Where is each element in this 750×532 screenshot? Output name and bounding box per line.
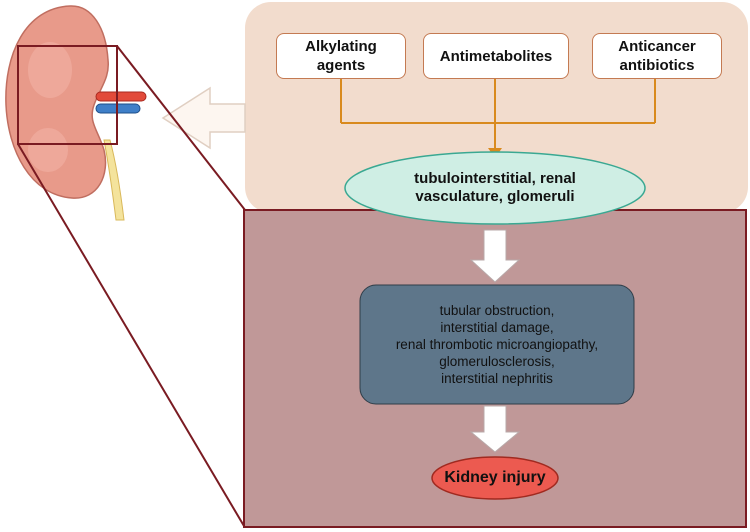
zoom-square: [17, 45, 118, 145]
mechanism-line: interstitial damage,: [440, 320, 554, 335]
down-arrow: [469, 405, 521, 453]
zoom-line: [116, 45, 246, 211]
drug-box-antimetabolites: Antimetabolites: [423, 33, 569, 79]
outcome-ellipse: [431, 456, 559, 500]
outcome-label: Kidney injury: [444, 469, 546, 486]
mechanism-label: tubular obstruction, interstitial damage…: [360, 285, 634, 404]
target-label: tubulointerstitial, renal vasculature, g…: [414, 170, 576, 205]
mechanism-line: interstitial nephritis: [441, 371, 553, 386]
down-arrow: [469, 229, 521, 283]
kidney-illustration: [5, 5, 147, 221]
mechanism-line: renal thrombotic microangiopathy,: [395, 337, 599, 352]
left-arrow: [161, 86, 246, 150]
mechanism-line: tubular obstruction,: [439, 303, 555, 318]
mechanism-line: glomerulosclerosis,: [439, 354, 555, 369]
target-ellipse: [344, 151, 646, 225]
drug-box-anticancer-antibiotics: Anticancer antibiotics: [592, 33, 722, 79]
mechanism-box: [359, 284, 635, 405]
drug-box-alkylating: Alkylating agents: [276, 33, 406, 79]
zoom-line: [17, 143, 245, 527]
drug-connector: [340, 79, 656, 150]
